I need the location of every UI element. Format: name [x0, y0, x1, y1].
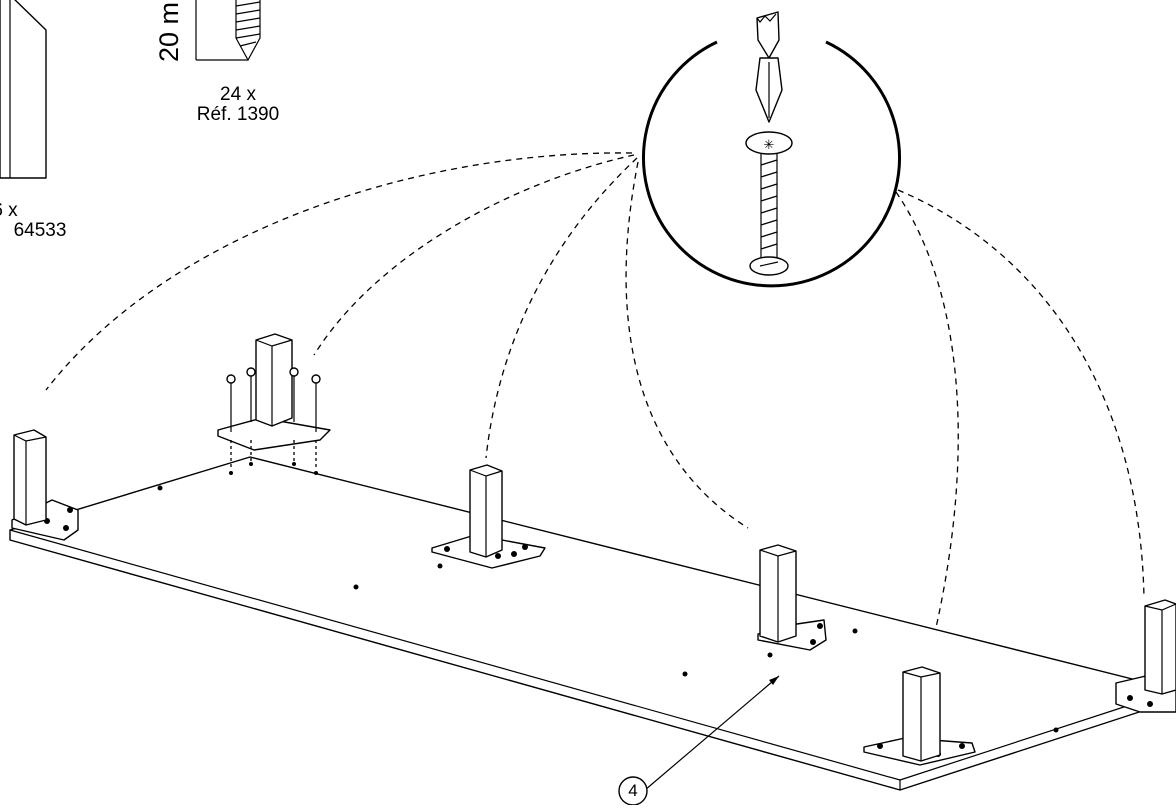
leg-front-left: [11, 429, 79, 541]
leg-back-right: [1115, 599, 1176, 713]
screw-length-label: 20 m: [154, 1, 184, 62]
screw-guide-lines: [45, 152, 1145, 666]
screw-quantity: 24 x: [220, 84, 256, 105]
leg-quantity: 6 x: [0, 200, 18, 221]
svg-text:✳: ✳: [764, 138, 775, 153]
table-panel: [9, 456, 1176, 791]
leg-reference: 64533: [13, 220, 67, 241]
leg-center: [431, 464, 546, 569]
screw-reference: Réf. 1390: [196, 104, 280, 125]
leg-raised-with-screws: [217, 333, 331, 475]
part-callout-number: 4: [628, 781, 638, 800]
screwdriver-detail-icon: ✳: [642, 11, 901, 288]
leg-post-icon: [0, 0, 47, 179]
leg-front-right: [863, 666, 976, 766]
leg-middle-right: [757, 544, 827, 651]
wood-screw-icon: [195, 0, 261, 62]
